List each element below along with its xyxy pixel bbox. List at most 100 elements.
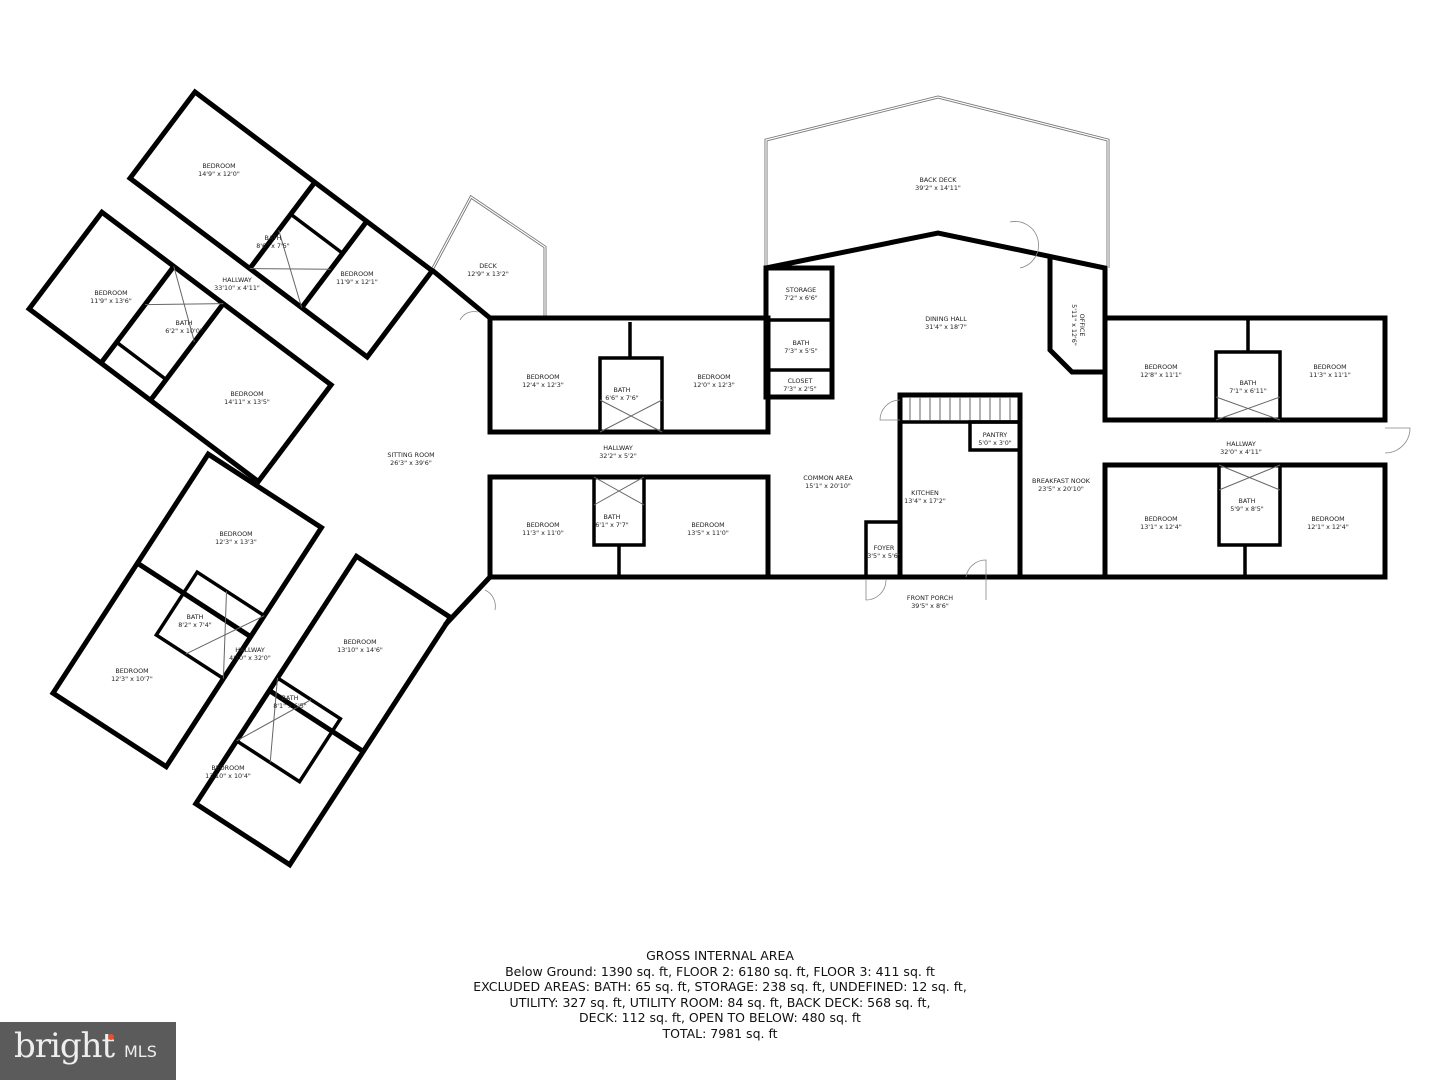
- room-name: BATH: [1240, 379, 1257, 387]
- room-dimensions: 5'11" x 12'6": [1070, 304, 1078, 346]
- room-name: COMMON AREA: [803, 474, 853, 482]
- room-dimensions: 32'0" x 4'11": [1220, 448, 1262, 456]
- door-swings: [459, 221, 1411, 611]
- room-dimensions: 12'3" x 10'7": [111, 675, 153, 683]
- room-dimensions: 13'4" x 17'2": [904, 497, 946, 505]
- room-dimensions: 13'1" x 12'4": [1140, 523, 1182, 531]
- room-name: BEDROOM: [526, 521, 559, 529]
- room-dimensions: 8'2" x 7'4": [178, 621, 212, 629]
- summary-excluded-3: DECK: 112 sq. ft, OPEN TO BELOW: 480 sq.…: [579, 1010, 861, 1026]
- logo-suffix: MLS: [124, 1042, 157, 1061]
- room-name: BEDROOM: [211, 764, 244, 772]
- room-dimensions: 39'2" x 14'11": [915, 184, 961, 192]
- room-name: BEDROOM: [230, 390, 263, 398]
- room-dimensions: 6'1" x 7'7": [595, 521, 629, 529]
- room-dimensions: 13'10" x 10'4": [205, 772, 251, 780]
- room-dimensions: 12'9" x 13'2": [467, 270, 509, 278]
- summary-excluded-2: UTILITY: 327 sq. ft, UTILITY ROOM: 84 sq…: [509, 994, 931, 1010]
- room-name: DECK: [479, 262, 497, 270]
- room-name: SITTING ROOM: [387, 451, 434, 459]
- summary-title: GROSS INTERNAL AREA: [646, 948, 794, 963]
- room-name: HALLWAY: [235, 646, 265, 654]
- room-dimensions: 12'3" x 13'3": [215, 538, 257, 546]
- room-dimensions: 6'2" x 10'0": [165, 327, 203, 335]
- right-block: [1102, 315, 1388, 580]
- room-name: BATH: [176, 319, 193, 327]
- logo-text: bright: [14, 1026, 115, 1066]
- room-name: STORAGE: [786, 286, 816, 294]
- room-name: CLOSET: [788, 377, 813, 385]
- room-dimensions: 7'3" x 2'5": [783, 385, 817, 393]
- room-dimensions: 11'3" x 11'1": [1309, 371, 1351, 379]
- summary-excluded-1: EXCLUDED AREAS: BATH: 65 sq. ft, STORAGE…: [473, 979, 967, 995]
- room-dimensions: 8'1" x 6'5": [273, 702, 307, 710]
- room-name: BEDROOM: [1144, 363, 1177, 371]
- room-dimensions: 14'11" x 13'5": [224, 398, 270, 406]
- room-dimensions: 14'9" x 12'0": [198, 170, 240, 178]
- room-dimensions: 6'6" x 7'6": [605, 394, 639, 402]
- room-name: BEDROOM: [691, 521, 724, 529]
- room-name: BATH: [282, 694, 299, 702]
- room-name: BATH: [604, 513, 621, 521]
- room-name: BATH: [793, 339, 810, 347]
- room-name: BEDROOM: [340, 270, 373, 278]
- area-summary: GROSS INTERNAL AREA Below Ground: 1390 s…: [0, 948, 1440, 1042]
- room-name: BATH: [187, 613, 204, 621]
- room-dimensions: 15'1" x 20'10": [805, 482, 851, 490]
- room-label-office: OFFICE5'11" x 12'6": [1070, 304, 1086, 346]
- room-dimensions: 13'5" x 11'0": [687, 529, 729, 537]
- room-name: HALLWAY: [603, 444, 633, 452]
- room-name: BEDROOM: [1313, 363, 1346, 371]
- room-dimensions: 7'3" x 5'5": [784, 347, 818, 355]
- room-dimensions: 7'1" x 6'11": [1229, 387, 1267, 395]
- room-dimensions: 23'5" x 20'10": [1038, 485, 1084, 493]
- logo-accent-dot: [108, 1034, 114, 1040]
- room-name: BEDROOM: [202, 162, 235, 170]
- room-name: BEDROOM: [115, 667, 148, 675]
- room-dimensions: 31'4" x 18'7": [925, 323, 967, 331]
- room-dimensions: 39'5" x 8'6": [911, 602, 949, 610]
- sitting-room-wall-top: [430, 268, 492, 320]
- room-name: FRONT PORCH: [907, 594, 953, 602]
- room-dimensions: 11'9" x 13'6": [90, 297, 132, 305]
- room-name: BREAKFAST NOOK: [1032, 477, 1091, 485]
- room-name: BEDROOM: [94, 289, 127, 297]
- summary-total: TOTAL: 7981 sq. ft: [662, 1025, 778, 1041]
- utility-column: [763, 265, 835, 400]
- room-name: HALLWAY: [222, 276, 252, 284]
- room-name: BEDROOM: [526, 373, 559, 381]
- room-name: OFFICE: [1078, 314, 1086, 337]
- room-dimensions: 12'0" x 12'3": [693, 381, 735, 389]
- bright-mls-logo: bright MLS: [0, 1022, 176, 1080]
- dining-hall-wall: [765, 230, 1108, 318]
- room-name: KITCHEN: [911, 489, 939, 497]
- back-deck-outline: [764, 95, 1110, 268]
